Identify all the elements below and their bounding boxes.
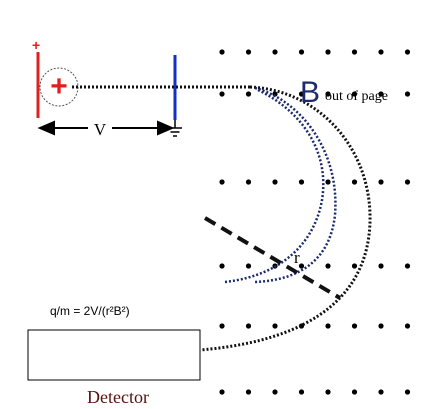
field-dot [378, 179, 384, 185]
field-dot [245, 49, 252, 55]
ion-path-middle [254, 86, 337, 284]
field-dot [219, 263, 225, 269]
radius-line [203, 216, 342, 300]
field-dot [298, 263, 305, 269]
field-dot [272, 323, 278, 329]
field-dot [404, 323, 411, 329]
field-dot [351, 263, 358, 269]
voltage-arrow [37, 120, 175, 136]
field-dot [245, 179, 252, 185]
field-dot [404, 91, 411, 97]
field-dot [351, 389, 358, 395]
field-dot [298, 179, 305, 185]
field-dot [351, 91, 358, 97]
field-dot [272, 389, 278, 395]
field-dot [404, 49, 411, 55]
field-dot [219, 323, 225, 329]
field-dot [378, 323, 384, 329]
radius-label: r [294, 248, 300, 267]
ion-charge-symbol: + [50, 70, 68, 103]
field-dot [325, 91, 331, 97]
field-dot [245, 323, 252, 329]
detector-label: Detector [87, 387, 149, 407]
ion-path-outer [199, 85, 372, 352]
field-dot [378, 389, 384, 395]
field-dot [351, 179, 358, 185]
field-dot [404, 179, 411, 185]
field-dot [219, 91, 225, 97]
field-dot [298, 91, 305, 97]
field-dot [325, 323, 331, 329]
field-dot [272, 179, 278, 185]
field-dot [378, 91, 384, 97]
ion-path-inner [224, 88, 325, 284]
field-dot [245, 389, 252, 395]
field-direction-text: out of page [325, 89, 388, 104]
field-dot [325, 179, 331, 185]
field-symbol: B [300, 76, 320, 109]
charge-to-mass-formula: q/m = 2V/(r²B²) [50, 304, 130, 318]
field-dot [245, 263, 252, 269]
field-dot [351, 323, 358, 329]
field-dot [219, 49, 225, 55]
field-dot [298, 389, 305, 395]
field-dot [325, 263, 331, 269]
field-dot [298, 49, 305, 55]
field-dot [219, 179, 225, 185]
field-dot [245, 91, 252, 97]
field-dot [351, 49, 358, 55]
plus-terminal-label: + [32, 37, 40, 53]
field-dot [325, 49, 331, 55]
field-dot [378, 49, 384, 55]
voltage-label: V [94, 120, 107, 139]
field-dot [404, 263, 411, 269]
field-dot [404, 389, 411, 395]
magnetic-field-dots [219, 49, 411, 395]
field-dot [219, 389, 225, 395]
detector-box [27, 329, 201, 381]
field-dot [378, 263, 384, 269]
field-dot [272, 49, 278, 55]
field-dot [325, 389, 331, 395]
